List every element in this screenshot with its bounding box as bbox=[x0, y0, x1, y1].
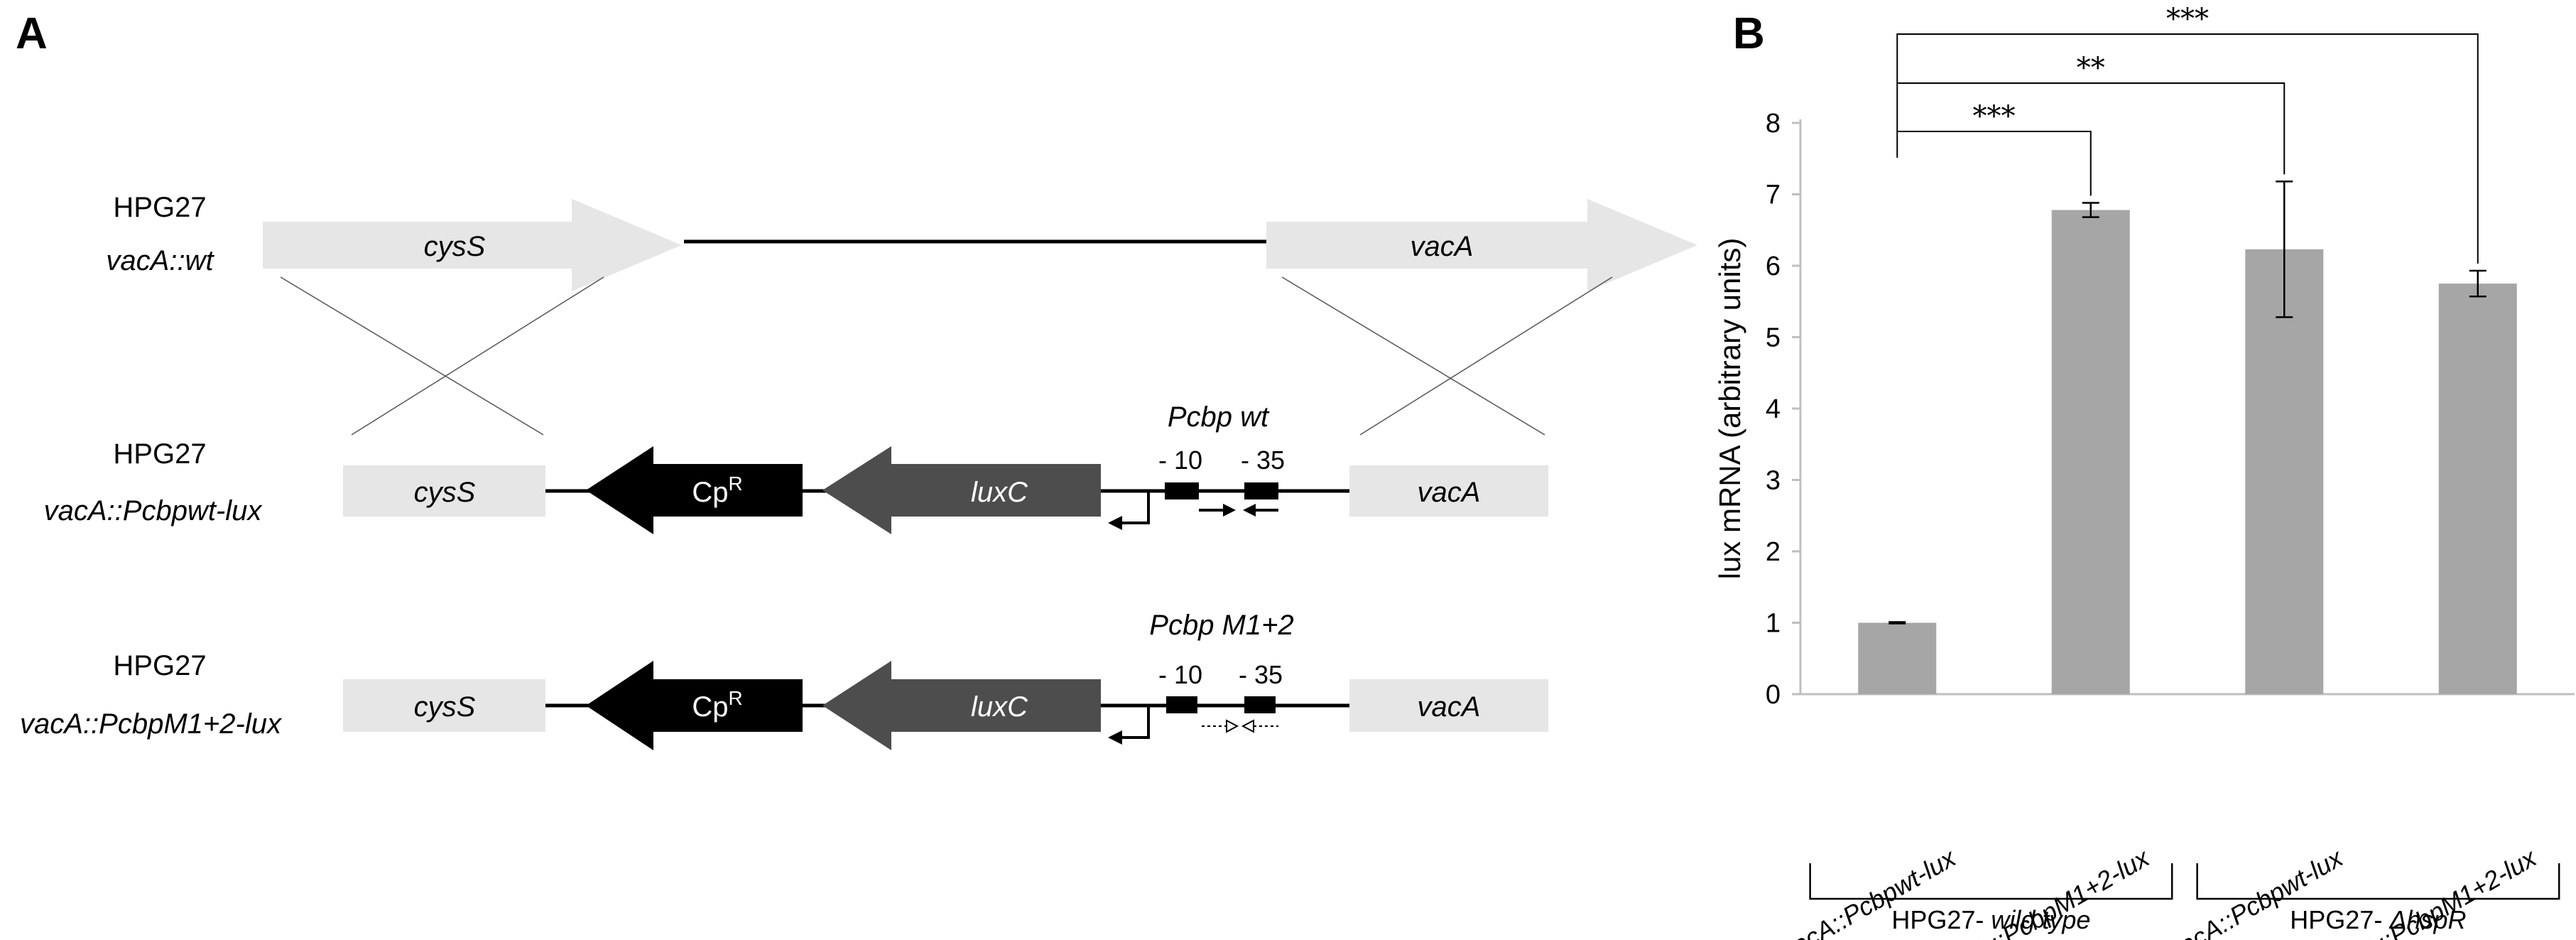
recombination-crosses bbox=[280, 276, 1613, 436]
cysS-gene-arrow bbox=[263, 199, 682, 291]
minus10-box bbox=[1165, 482, 1199, 499]
vacA-gene-label: vacA bbox=[1411, 231, 1474, 262]
transcription-start-arrowhead bbox=[1108, 730, 1122, 745]
y-tick-label: 0 bbox=[1766, 680, 1781, 710]
promoter-label: Pcbp wt bbox=[1168, 401, 1270, 433]
minus35-label: - 35 bbox=[1239, 660, 1283, 689]
transcription-start-arrow bbox=[1119, 706, 1150, 739]
significance-bracket bbox=[1896, 82, 2286, 175]
luxC-gene-arrow bbox=[822, 661, 1101, 750]
y-tick-label: 8 bbox=[1766, 109, 1781, 139]
transcription-start-arrow bbox=[1119, 491, 1150, 524]
group-label: HPG27- wild type bbox=[1891, 905, 2090, 934]
y-tick-label: 1 bbox=[1766, 609, 1781, 639]
cysS-gene-box bbox=[343, 465, 545, 517]
hspR-site-arrowhead-right bbox=[1223, 504, 1236, 517]
y-axis-label: lux mRNA (arbitrary units) bbox=[1713, 238, 1746, 580]
cpR-marker-label: CpR bbox=[692, 687, 742, 723]
bar bbox=[2245, 249, 2324, 694]
cysS-gene-label: cysS bbox=[414, 477, 476, 508]
y-tick-label: 4 bbox=[1766, 394, 1781, 424]
significance-label: ** bbox=[2077, 52, 2105, 85]
minus35-box bbox=[1244, 482, 1278, 499]
locus-row-wt: HPG27 vacA::wt cysS vacA bbox=[106, 192, 1697, 291]
panel-a: A HPG27 vacA::wt cysS vacA HPG27 vacA::P… bbox=[16, 9, 1697, 750]
y-tick-label: 7 bbox=[1766, 180, 1781, 210]
luxC-gene-label: luxC bbox=[971, 477, 1028, 508]
cpR-marker-arrow bbox=[586, 446, 803, 534]
significance-bracket bbox=[1896, 131, 2092, 196]
y-tick-label: 6 bbox=[1766, 252, 1781, 281]
row1-strain-label: HPG27 bbox=[113, 192, 206, 223]
row3-genotype-label: vacA::PcbpM1+2-lux bbox=[20, 708, 283, 740]
panel-a-label: A bbox=[16, 9, 48, 58]
cysS-gene-label: cysS bbox=[424, 231, 486, 262]
luxC-gene-label: luxC bbox=[971, 691, 1028, 723]
vacA-gene-arrow bbox=[1266, 199, 1697, 291]
row2-genotype-label: vacA::Pcbpwt-lux bbox=[44, 495, 263, 526]
group-bracket bbox=[1809, 863, 2173, 900]
row3-strain-label: HPG27 bbox=[113, 650, 206, 681]
vacA-gene-box bbox=[1349, 679, 1548, 732]
y-tick-label: 5 bbox=[1766, 323, 1781, 353]
vacA-gene-label: vacA bbox=[1418, 691, 1481, 723]
luxC-gene-arrow bbox=[822, 446, 1101, 534]
cpR-marker-label: CpR bbox=[692, 472, 742, 508]
minus10-label: - 10 bbox=[1158, 660, 1202, 689]
mutated-site-arrowhead-left bbox=[1241, 719, 1254, 733]
group-label: HPG27- ΔhspR bbox=[2290, 905, 2466, 934]
bar bbox=[2438, 283, 2517, 694]
minus35-box bbox=[1244, 696, 1276, 713]
vacA-gene-label: vacA bbox=[1418, 477, 1481, 508]
cross-line bbox=[351, 276, 604, 436]
significance-label: *** bbox=[1973, 100, 2016, 133]
panel-b-label: B bbox=[1733, 9, 1765, 58]
y-tick-label: 3 bbox=[1766, 466, 1781, 496]
transcription-start-arrowhead bbox=[1108, 516, 1122, 530]
cross-line bbox=[280, 276, 544, 436]
cross-line bbox=[1281, 276, 1545, 436]
minus10-box bbox=[1166, 696, 1197, 713]
mutated-site-arrowhead-right bbox=[1226, 719, 1239, 733]
cpR-marker-arrow bbox=[586, 661, 803, 750]
group-bracket bbox=[2196, 863, 2560, 900]
promoter-label: Pcbp M1+2 bbox=[1149, 610, 1293, 641]
locus-row-pcbp-wt: HPG27 vacA::Pcbpwt-lux cysS CpR luxC Pcb… bbox=[44, 401, 1548, 534]
minus35-label: - 35 bbox=[1241, 445, 1285, 475]
locus-row-pcbp-m12: HPG27 vacA::PcbpM1+2-lux cysS CpR luxC P… bbox=[20, 610, 1548, 750]
row1-genotype-label: vacA::wt bbox=[106, 245, 214, 276]
hspR-site-arrowhead-left bbox=[1243, 504, 1256, 517]
cysS-gene-box bbox=[343, 679, 545, 732]
significance-bracket bbox=[1896, 33, 2479, 264]
minus10-label: - 10 bbox=[1158, 445, 1202, 475]
bar bbox=[1858, 622, 1937, 694]
cysS-gene-label: cysS bbox=[414, 691, 476, 723]
significance-label: *** bbox=[2166, 3, 2209, 36]
y-tick-label: 2 bbox=[1766, 537, 1781, 567]
cross-line bbox=[1359, 276, 1613, 436]
bar bbox=[2051, 210, 2130, 694]
vacA-gene-box bbox=[1349, 465, 1548, 517]
row2-strain-label: HPG27 bbox=[113, 438, 206, 470]
